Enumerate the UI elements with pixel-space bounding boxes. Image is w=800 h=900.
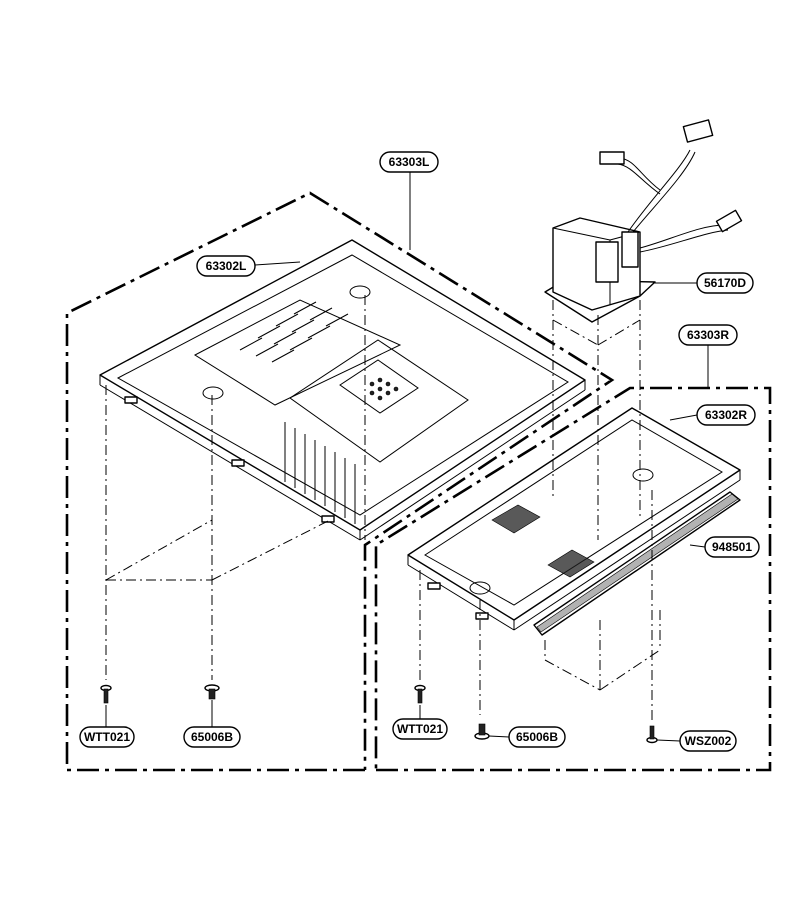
label-948501-text: 948501 bbox=[712, 540, 752, 554]
left-panel-vent-slots bbox=[239, 301, 349, 363]
label-65006B-right-text: 65006B bbox=[516, 730, 558, 744]
screw-wtt021-left bbox=[100, 684, 112, 704]
label-63303R-text: 63303R bbox=[687, 328, 729, 342]
screw-wsz002 bbox=[646, 725, 658, 744]
leader-lines bbox=[105, 172, 709, 742]
left-assembly-boundary bbox=[65, 191, 615, 772]
left-panel-part bbox=[99, 239, 586, 541]
right-panel-perforation bbox=[491, 504, 595, 578]
screw-65006b-left bbox=[204, 684, 220, 700]
label-56170D-text: 56170D bbox=[704, 276, 746, 290]
gasket-strip-part bbox=[533, 491, 741, 636]
right-panel-part bbox=[407, 407, 741, 631]
label-WTT021-left-text: WTT021 bbox=[84, 730, 130, 744]
label-63303L-text: 63303L bbox=[389, 155, 430, 169]
left-panel-perforation bbox=[369, 377, 399, 401]
label-65006B-left: 65006B bbox=[183, 726, 241, 748]
label-WTT021-left: WTT021 bbox=[79, 726, 135, 748]
label-63302L-text: 63302L bbox=[206, 259, 247, 273]
label-65006B-left-text: 65006B bbox=[191, 730, 233, 744]
label-WTT021-right-text: WTT021 bbox=[397, 722, 443, 736]
label-948501: 948501 bbox=[704, 536, 760, 558]
right-assembly-boundary bbox=[374, 386, 772, 772]
label-WSZ002-text: WSZ002 bbox=[685, 734, 732, 748]
screw-65006b-right bbox=[474, 723, 490, 740]
left-panel-fins bbox=[284, 422, 356, 524]
screw-wtt021-right bbox=[414, 684, 426, 704]
label-63302L: 63302L bbox=[196, 255, 256, 277]
transformer-part bbox=[544, 119, 743, 323]
projection-lines bbox=[105, 295, 661, 720]
label-65006B-right: 65006B bbox=[508, 726, 566, 748]
label-63302R: 63302R bbox=[696, 404, 756, 426]
label-56170D: 56170D bbox=[696, 272, 754, 294]
label-63303L: 63303L bbox=[379, 151, 439, 173]
label-63302R-text: 63302R bbox=[705, 408, 747, 422]
label-WTT021-right: WTT021 bbox=[392, 718, 448, 740]
label-63303R: 63303R bbox=[678, 324, 738, 346]
label-WSZ002: WSZ002 bbox=[679, 730, 737, 752]
